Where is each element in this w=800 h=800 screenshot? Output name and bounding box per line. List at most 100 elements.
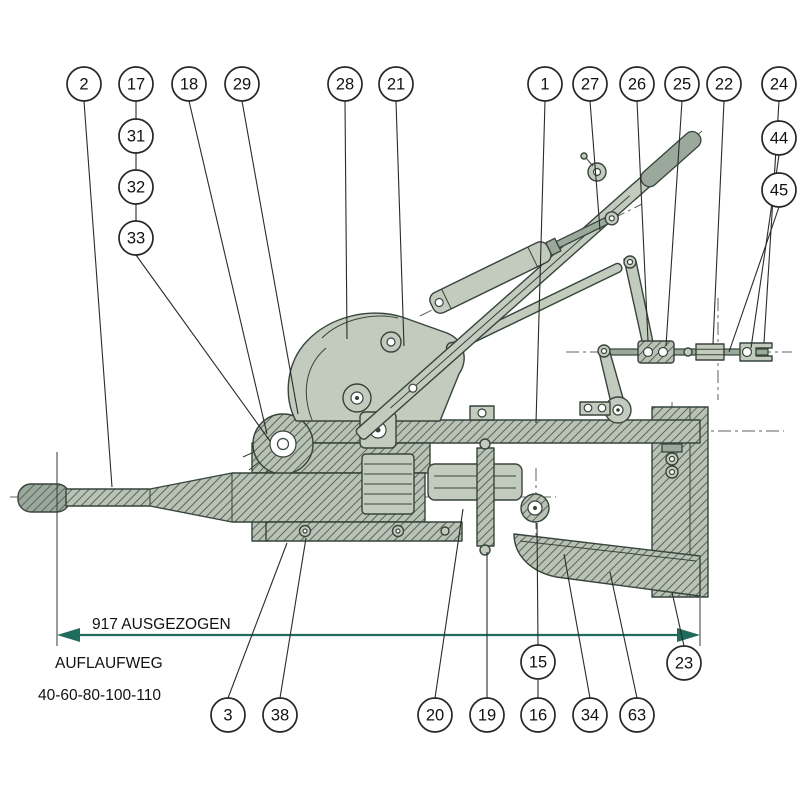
overrun-travel-label: AUFLAUFWEG — [55, 655, 163, 672]
callout-3: 3 — [210, 697, 246, 733]
callout-circle-25 — [664, 66, 700, 102]
callout-21: 21 — [378, 66, 414, 102]
leader-line-33 — [135, 254, 271, 442]
callout-number-38: 38 — [271, 707, 289, 725]
dimension-arrow-left — [57, 628, 80, 642]
callout-circle-18 — [171, 66, 207, 102]
leader-line-45 — [728, 206, 780, 353]
rod-clevis — [637, 340, 675, 364]
leader-line-20 — [434, 508, 464, 699]
leader-line-1 — [535, 100, 546, 424]
callout-number-15: 15 — [529, 654, 547, 672]
mid-support — [476, 438, 495, 556]
callout-23: 23 — [666, 645, 702, 681]
callout-29: 29 — [224, 66, 260, 102]
callout-17: 17 — [118, 66, 154, 102]
leader-line-3 — [227, 542, 288, 699]
support-bolt — [479, 438, 491, 450]
callout-circle-27 — [572, 66, 608, 102]
rail-fittings — [469, 401, 683, 479]
callout-number-33: 33 — [127, 230, 145, 248]
callout-circle-31 — [118, 118, 154, 154]
callout-circle-26 — [619, 66, 655, 102]
callout-number-29: 29 — [233, 76, 251, 94]
leader-line-25 — [665, 100, 683, 347]
callout-circle-32 — [118, 169, 154, 205]
callout-25: 25 — [664, 66, 700, 102]
leader-line-29 — [241, 100, 299, 415]
leader-line-22 — [712, 100, 725, 345]
brake-rod-linkage — [597, 340, 773, 424]
callout-circle-16 — [520, 697, 556, 733]
callout-63: 63 — [619, 697, 655, 733]
callout-circle-17 — [118, 66, 154, 102]
leader-line-34 — [563, 553, 591, 699]
drawbar-end-cap — [17, 483, 71, 513]
leader-line-28 — [344, 100, 348, 340]
bellows — [361, 453, 415, 515]
callout-number-63: 63 — [628, 707, 646, 725]
leader-line-2 — [83, 100, 113, 488]
leader-line-63 — [609, 571, 638, 699]
callout-circle-38 — [262, 697, 298, 733]
callout-circle-20 — [417, 697, 453, 733]
callout-circle-34 — [572, 697, 608, 733]
support-bolt — [479, 544, 491, 556]
callout-45: 45 — [761, 172, 797, 208]
callout-number-31: 31 — [127, 128, 145, 146]
callout-number-23: 23 — [675, 655, 693, 673]
callout-circle-3 — [210, 697, 246, 733]
callout-18: 18 — [171, 66, 207, 102]
callout-number-28: 28 — [336, 76, 354, 94]
callout-2: 2 — [66, 66, 102, 102]
callout-circle-2 — [66, 66, 102, 102]
callout-number-18: 18 — [180, 76, 198, 94]
callout-38: 38 — [262, 697, 298, 733]
callout-44: 44 — [761, 120, 797, 156]
callout-number-16: 16 — [529, 707, 547, 725]
rod-hex-nut — [695, 343, 725, 361]
lever-grip — [640, 130, 702, 188]
callout-circle-28 — [327, 66, 363, 102]
callout-1: 1 — [527, 66, 563, 102]
callout-33: 33 — [118, 220, 154, 256]
callout-number-1: 1 — [540, 76, 549, 94]
leader-line-23 — [671, 591, 685, 647]
bellcrank-lever — [287, 312, 465, 422]
overrun-damper — [427, 463, 550, 523]
dimension-annotation: 917 AUSGEZOGEN AUFLAUFWEG 40-60-80-100-1… — [38, 452, 701, 704]
leader-line-27 — [589, 100, 601, 231]
leader-line-26 — [636, 100, 649, 342]
callout-28: 28 — [327, 66, 363, 102]
callout-19: 19 — [469, 697, 505, 733]
callout-34: 34 — [572, 697, 608, 733]
dimension-length-label: 917 AUSGEZOGEN — [92, 616, 231, 633]
size-variants-label: 40-60-80-100-110 — [38, 687, 161, 704]
callout-24: 24 — [761, 66, 797, 102]
callout-number-3: 3 — [223, 707, 232, 725]
gas-strut — [429, 211, 619, 314]
callout-circle-21 — [378, 66, 414, 102]
callout-circle-24 — [761, 66, 797, 102]
callout-number-19: 19 — [478, 707, 496, 725]
leader-line-15 — [536, 522, 539, 646]
callout-circle-44 — [761, 120, 797, 156]
callout-number-17: 17 — [127, 76, 145, 94]
callout-26: 26 — [619, 66, 655, 102]
callout-27: 27 — [572, 66, 608, 102]
callout-circle-19 — [469, 697, 505, 733]
leader-line-38 — [279, 537, 307, 699]
bottom-strap — [265, 521, 463, 542]
support-wedge — [513, 533, 701, 597]
callout-circle-1 — [527, 66, 563, 102]
callout-circle-33 — [118, 220, 154, 256]
callout-circle-23 — [666, 645, 702, 681]
callout-circle-22 — [706, 66, 742, 102]
callout-number-22: 22 — [715, 76, 733, 94]
callout-number-25: 25 — [673, 76, 691, 94]
callout-20: 20 — [417, 697, 453, 733]
callout-31: 31 — [118, 118, 154, 154]
strap-bolt — [440, 526, 450, 536]
